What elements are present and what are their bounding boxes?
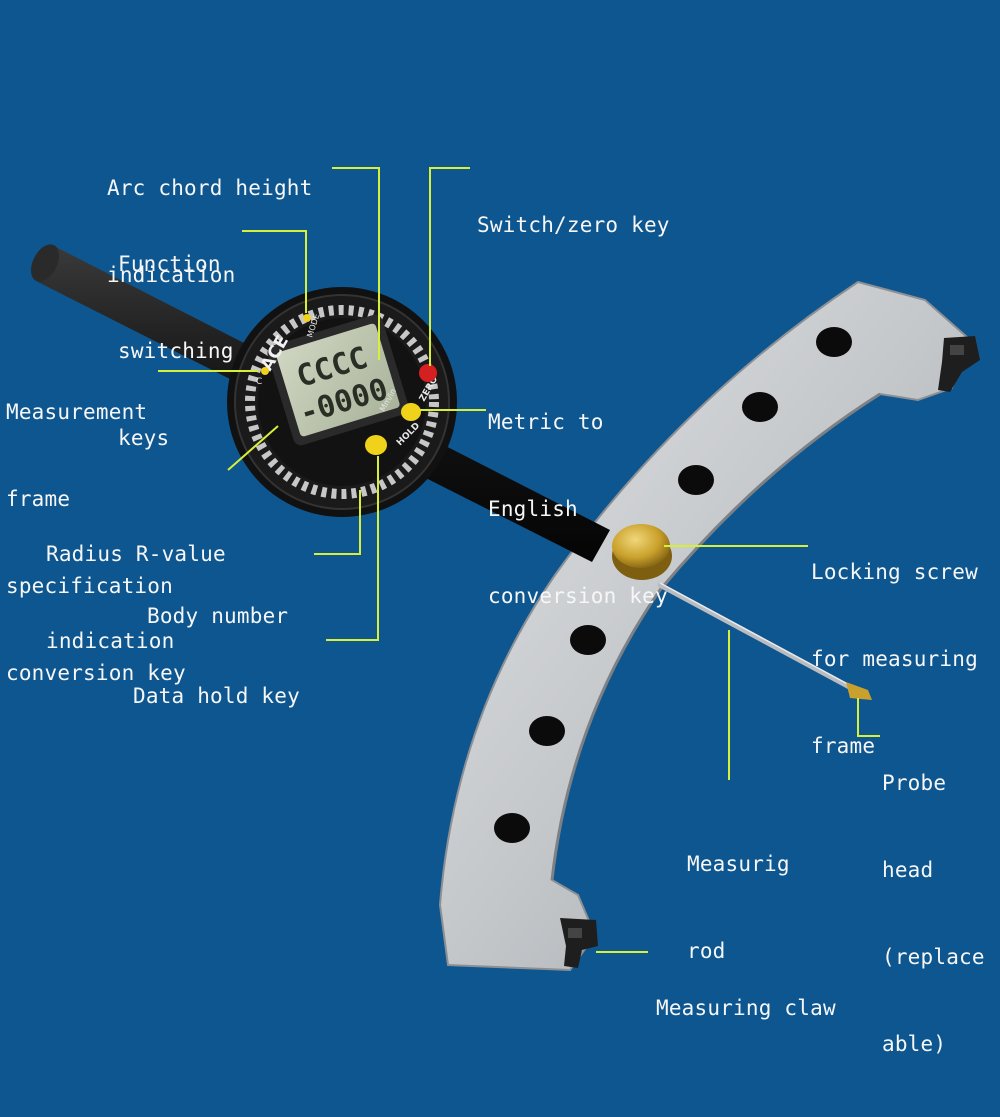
label-line: head bbox=[882, 858, 934, 882]
label-line: Data hold key bbox=[133, 684, 300, 708]
label-line: frame bbox=[6, 487, 71, 511]
label-line: able) bbox=[882, 1032, 947, 1056]
caliper-illustration: CCCC -0000 ACE MODE C Mm/in ZERO HOLD bbox=[30, 167, 980, 972]
frame-hole bbox=[570, 625, 606, 655]
mode-key-button[interactable] bbox=[303, 314, 311, 322]
leader-body-number bbox=[314, 490, 361, 555]
measuring-claw-top bbox=[938, 336, 980, 392]
label-line: specification bbox=[6, 574, 173, 598]
label-radius-r-value: Radius R-value indication bbox=[46, 482, 226, 714]
diagram-stage: CCCC -0000 ACE MODE C Mm/in ZERO HOLD bbox=[6, 116, 985, 1056]
label-measuring-claw: Measuring claw bbox=[656, 936, 836, 1081]
label-line: indication bbox=[107, 263, 236, 287]
leader-switch-zero bbox=[429, 167, 470, 366]
label-switch-zero-key: Switch/zero key bbox=[477, 153, 670, 298]
label-line: Measurement bbox=[6, 400, 148, 424]
leader-probe-head bbox=[857, 698, 880, 737]
measuring-rod bbox=[657, 582, 872, 700]
leader-radius bbox=[227, 425, 279, 471]
metric-english-key-button[interactable] bbox=[401, 403, 421, 421]
leader-data-hold bbox=[326, 456, 379, 641]
label-line: Measuring claw bbox=[656, 996, 836, 1020]
label-line: Switch/zero key bbox=[477, 213, 670, 237]
label-line: indication bbox=[46, 629, 175, 653]
frame-hole bbox=[678, 465, 714, 495]
label-probe-head: Probe head (replace able) bbox=[882, 711, 985, 1117]
label-arc-chord-height: Arc chord height indication bbox=[107, 116, 313, 348]
label-line: frame bbox=[811, 734, 876, 758]
label-line: Measurig bbox=[687, 852, 790, 876]
frame-hole bbox=[494, 813, 530, 843]
measuring-claw-bottom bbox=[560, 918, 598, 968]
leader-lines bbox=[158, 167, 880, 953]
spec-key-button[interactable] bbox=[261, 367, 269, 375]
label-line: Function bbox=[118, 252, 221, 276]
digital-gauge: CCCC -0000 ACE MODE C Mm/in ZERO HOLD bbox=[227, 287, 457, 517]
measuring-frame bbox=[438, 280, 970, 972]
locking-screw-knob bbox=[612, 524, 672, 580]
label-measuring-rod: Measurig rod bbox=[687, 792, 790, 1024]
label-line: conversion key bbox=[6, 661, 186, 685]
frame-hole bbox=[529, 716, 565, 746]
label-locking-screw: Locking screw for measuring frame bbox=[811, 500, 978, 819]
frame-hole bbox=[742, 392, 778, 422]
label-line: English bbox=[488, 497, 578, 521]
label-line: switching bbox=[118, 339, 234, 363]
label-metric-english: Metric to English conversion key bbox=[488, 350, 668, 669]
label-line: Probe bbox=[882, 771, 947, 795]
zero-key-button[interactable] bbox=[419, 364, 437, 382]
label-body-number: Body number bbox=[147, 544, 288, 689]
hold-key-button[interactable] bbox=[365, 435, 387, 455]
label-line: rod bbox=[687, 939, 726, 963]
label-line: conversion key bbox=[488, 584, 668, 608]
leader-arc-chord bbox=[332, 167, 380, 360]
label-measurement-frame: Measurement frame specification conversi… bbox=[6, 340, 186, 746]
label-line: for measuring bbox=[811, 647, 978, 671]
leader-function-keys bbox=[242, 230, 307, 313]
label-line: Locking screw bbox=[811, 560, 978, 584]
label-line: (replace bbox=[882, 945, 985, 969]
label-line: keys bbox=[118, 426, 170, 450]
label-line: Metric to bbox=[488, 410, 604, 434]
frame-hole bbox=[816, 327, 852, 357]
label-data-hold-key: Data hold key bbox=[133, 624, 300, 769]
label-line: Body number bbox=[147, 604, 289, 628]
c-text: C bbox=[256, 377, 262, 387]
label-function-switching-keys: Function switching keys bbox=[118, 192, 234, 511]
label-line: Radius R-value bbox=[46, 542, 226, 566]
label-line: Arc chord height bbox=[107, 176, 313, 200]
